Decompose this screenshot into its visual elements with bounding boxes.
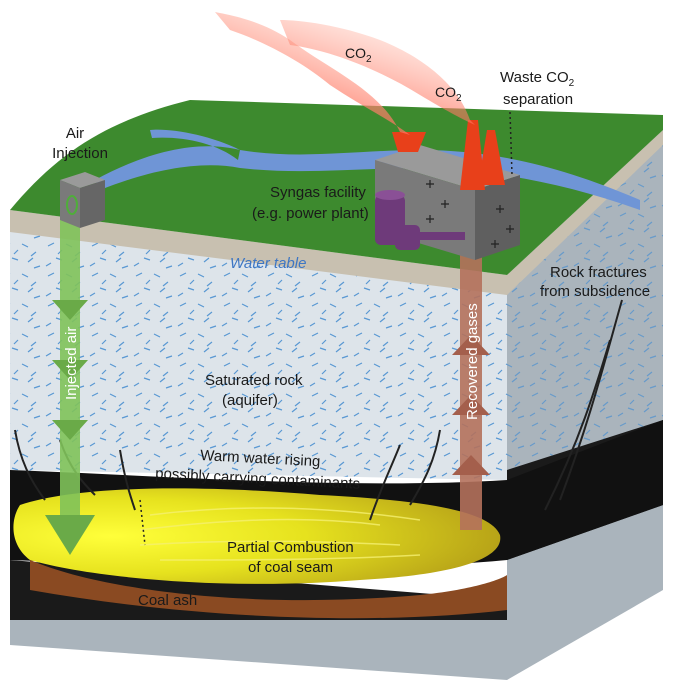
label-air-injection-1: Air	[66, 125, 84, 142]
label-water-table: Water table	[230, 255, 306, 272]
label-waste-co2: Waste CO2	[500, 69, 575, 89]
label-co2-left: CO2	[345, 45, 372, 65]
rock-fractures	[14, 299, 623, 521]
smoke-plumes	[215, 12, 475, 135]
coal-ash	[30, 560, 507, 619]
label-syngas-1: Syngas facility	[270, 184, 366, 201]
bottom-rock	[10, 620, 507, 680]
label-warm-water-1: Warm water rising	[200, 447, 321, 470]
label-saturated-rock-1: Saturated rock	[205, 372, 303, 389]
label-rock-fractures-2: from subsidence	[540, 283, 650, 300]
label-rock-fractures-1: Rock fractures	[550, 264, 647, 281]
label-co2-right: CO2	[435, 84, 462, 104]
air-injection-box	[60, 172, 105, 228]
label-injected-air: Injected air	[63, 327, 80, 400]
air-injection-arrow	[45, 215, 95, 555]
label-separation: separation	[503, 91, 573, 108]
label-syngas-2: (e.g. power plant)	[252, 205, 369, 222]
side-aquifer-dashes	[507, 145, 663, 470]
label-partial-combustion-1: Partial Combustion	[227, 539, 354, 556]
label-coal-ash: Coal ash	[138, 592, 197, 609]
soil-band	[10, 130, 663, 295]
waste-co2-leader	[509, 111, 513, 176]
label-partial-combustion-2: of coal seam	[248, 559, 333, 576]
label-air-injection-2: Injection	[52, 145, 108, 162]
label-saturated-rock-2: (aquifer)	[222, 392, 278, 409]
aquifer-dashes	[10, 230, 507, 480]
river	[95, 129, 640, 210]
combustion-zone	[13, 488, 501, 584]
syngas-facility	[375, 120, 520, 260]
label-recovered-gases: Recovered gases	[464, 303, 481, 420]
combustion-streaks	[139, 507, 421, 561]
